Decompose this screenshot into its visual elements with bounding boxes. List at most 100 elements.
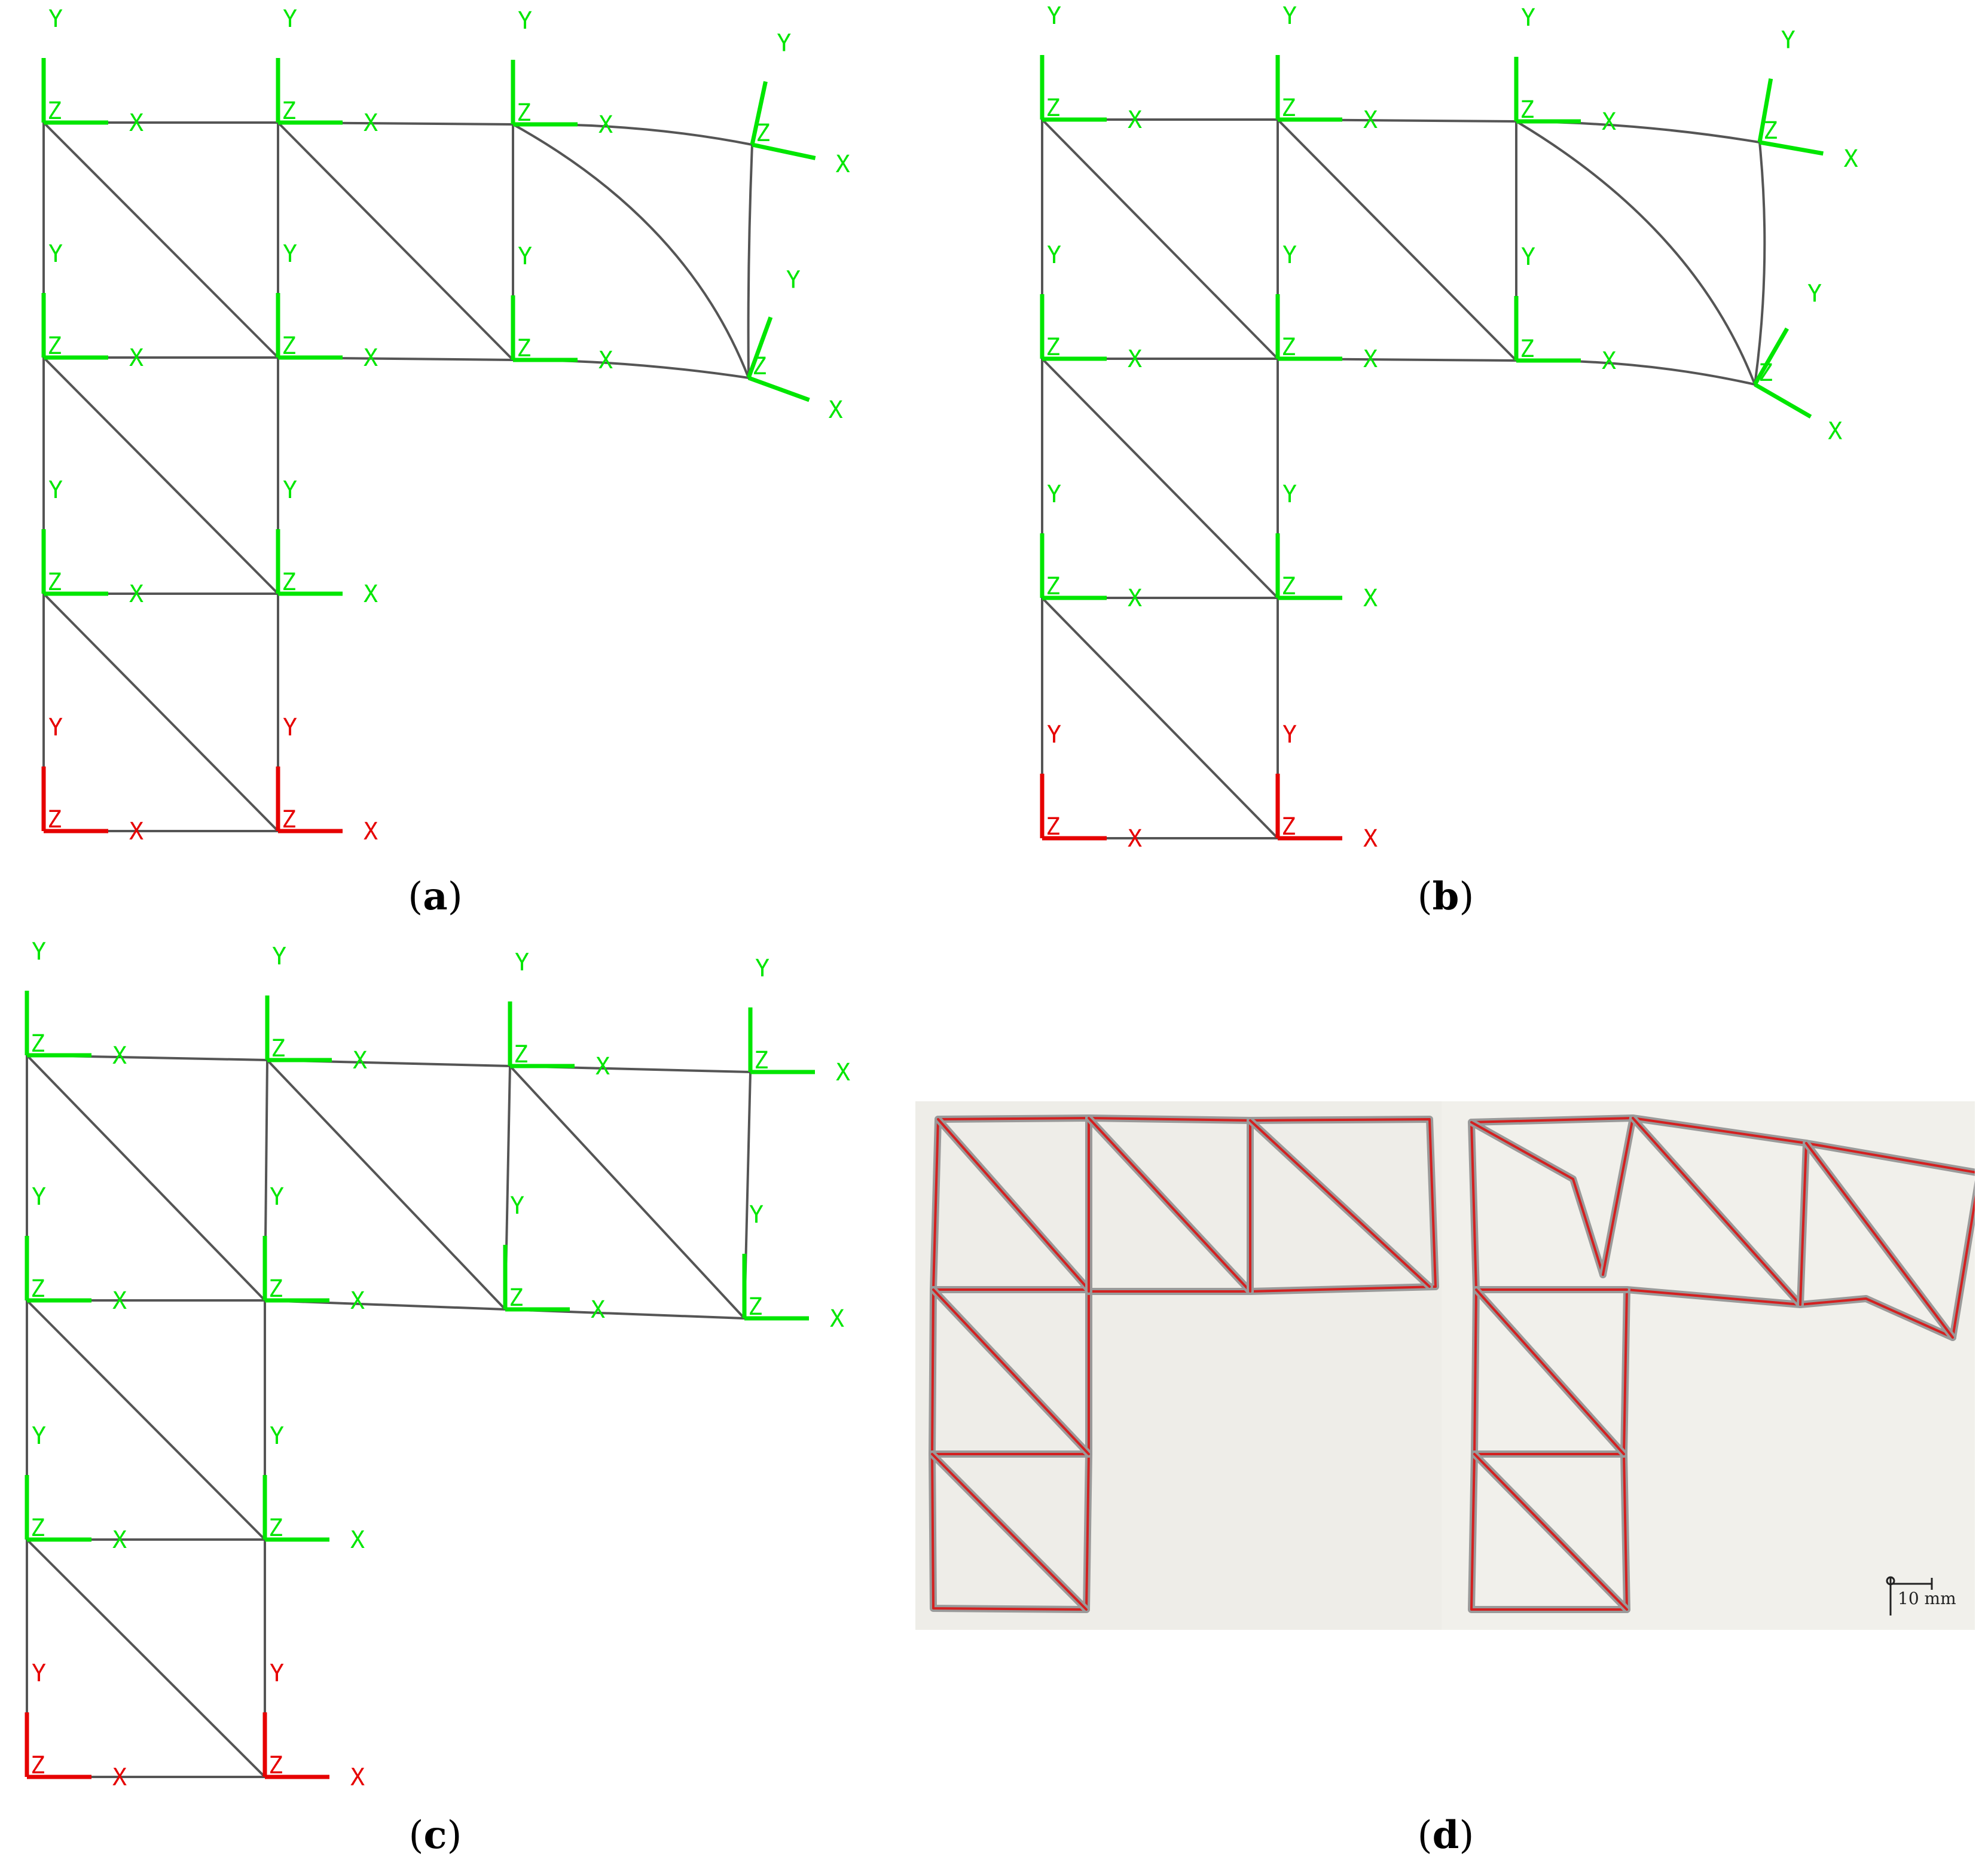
frame-member (1041, 597, 1279, 839)
scale-bar-label: 10 mm (1898, 1589, 1956, 1608)
y-axis-label: Y (749, 1201, 764, 1229)
node-axis-triad: XYZ (1040, 242, 1142, 373)
node-axis-triad: XYZ (746, 267, 843, 424)
frame-member (1754, 142, 1766, 385)
z-axis-label: Z (47, 97, 62, 125)
node-axis-triad: XYZ (41, 240, 143, 372)
frame-member (509, 1065, 746, 1320)
y-axis-label: Y (283, 714, 297, 741)
x-axis-label: X (1363, 106, 1378, 134)
z-axis-label: Z (1046, 334, 1060, 361)
z-axis-label: Z (282, 97, 296, 125)
y-axis-label: Y (270, 1660, 284, 1687)
x-axis-label: X (1128, 106, 1142, 134)
x-axis-label: X (1363, 585, 1378, 612)
z-axis-label: Z (517, 99, 531, 127)
y-axis-label: Y (1047, 2, 1061, 30)
y-axis-line (746, 316, 773, 379)
x-axis-label: X (364, 344, 378, 372)
node-axis-triad: XYZ (276, 477, 378, 608)
x-axis-label: X (1363, 346, 1378, 373)
x-axis-label: X (364, 109, 378, 137)
node-axis-triad: XYZ (1275, 2, 1378, 134)
x-axis-label: X (836, 151, 850, 178)
photo-wire-red (1602, 1117, 1634, 1276)
caption-c: (c) (408, 1813, 462, 1858)
y-axis-label: Y (270, 1422, 284, 1450)
node-axis-triad: XYZ (1514, 4, 1616, 136)
photo-wire-red (937, 1118, 1090, 1291)
z-axis-label: Z (282, 569, 296, 596)
x-axis-label: X (1128, 585, 1142, 612)
z-axis-label: Z (1281, 334, 1296, 361)
x-axis-label: X (112, 1764, 127, 1791)
z-axis-label: Z (752, 353, 767, 380)
x-axis-label: X (591, 1296, 605, 1324)
node-axis-triad: X Y Z (41, 5, 143, 137)
x-axis-label: X (598, 347, 613, 374)
x-axis-label: X (129, 109, 143, 137)
z-axis-label: Z (1758, 359, 1773, 387)
z-axis-label: Z (47, 806, 62, 833)
y-axis-label: Y (48, 477, 63, 504)
node-axis-triad: XYZ (262, 1660, 365, 1791)
frame-member (42, 356, 279, 595)
frame-member (1041, 118, 1279, 360)
frame-member (512, 359, 749, 379)
node-axis-triad: XYZ (265, 943, 367, 1074)
y-axis-label: Y (1781, 26, 1795, 54)
y-axis-label: Y (32, 1422, 46, 1450)
node-axis-triad: XYZ (1752, 280, 1842, 445)
z-axis-label: Z (1281, 94, 1296, 122)
y-axis-label: Y (32, 1183, 46, 1211)
photo-wire-red (1470, 1117, 1975, 1611)
frame-member (747, 144, 753, 378)
photo-wire-red (1088, 1117, 1251, 1293)
node-axis-triad: XYZ (25, 1660, 127, 1791)
frame-member (512, 123, 753, 146)
y-axis-label: Y (786, 267, 801, 294)
fabricated-frames-photo: 10 mm (915, 1101, 1975, 1630)
node-axis-triad: XYZ (511, 7, 613, 139)
x-axis-label: X (350, 1526, 365, 1554)
frame-member (42, 121, 279, 359)
node-axis-triad: XYZ (1275, 481, 1378, 612)
photo-wire-red (1632, 1117, 1801, 1306)
y-axis-label: Y (48, 5, 63, 33)
node-axis-triad: X Y Z (1040, 2, 1142, 134)
z-axis-label: Z (754, 1047, 768, 1074)
y-axis-label: Y (518, 243, 532, 270)
node-axis-triad: XYZ (262, 1422, 365, 1554)
x-axis-label: X (129, 818, 143, 845)
y-axis-label: Y (283, 477, 297, 504)
z-axis-label: Z (47, 569, 62, 596)
z-axis-label: Z (282, 332, 296, 360)
z-axis-label: Z (1046, 94, 1060, 122)
node-axis-triad: XYZ (25, 938, 127, 1070)
photo-right-half (1442, 1101, 1975, 1630)
frame-member (512, 123, 750, 378)
node-axis-triad: XYZ (748, 955, 850, 1086)
z-axis-label: Z (1763, 117, 1778, 145)
y-axis-label: Y (515, 949, 529, 976)
z-axis-label: Z (268, 1275, 283, 1303)
node-axis-triad: XYZ (503, 1192, 605, 1324)
x-axis-label: X (596, 1053, 610, 1080)
photo-frames (929, 1114, 1975, 1613)
frame-member (1515, 120, 1756, 385)
node-axis-triad: XYZ (750, 29, 850, 178)
node-axis-triad: X Y Z (1275, 242, 1378, 373)
frame-member (1516, 120, 1760, 143)
x-axis-label: X (353, 1047, 367, 1074)
x-axis-label: X (129, 581, 143, 608)
y-axis-label: Y (1282, 242, 1297, 269)
node-axis-triad: XYZ (742, 1201, 844, 1333)
z-axis-label: Z (271, 1035, 285, 1062)
y-axis-label: Y (1047, 481, 1061, 508)
z-axis-label: Z (1281, 813, 1296, 841)
caption-b: (b) (1417, 874, 1474, 919)
y-axis-label: Y (777, 29, 791, 57)
z-axis-label: Z (1520, 96, 1534, 124)
z-axis-label: Z (1520, 335, 1534, 363)
